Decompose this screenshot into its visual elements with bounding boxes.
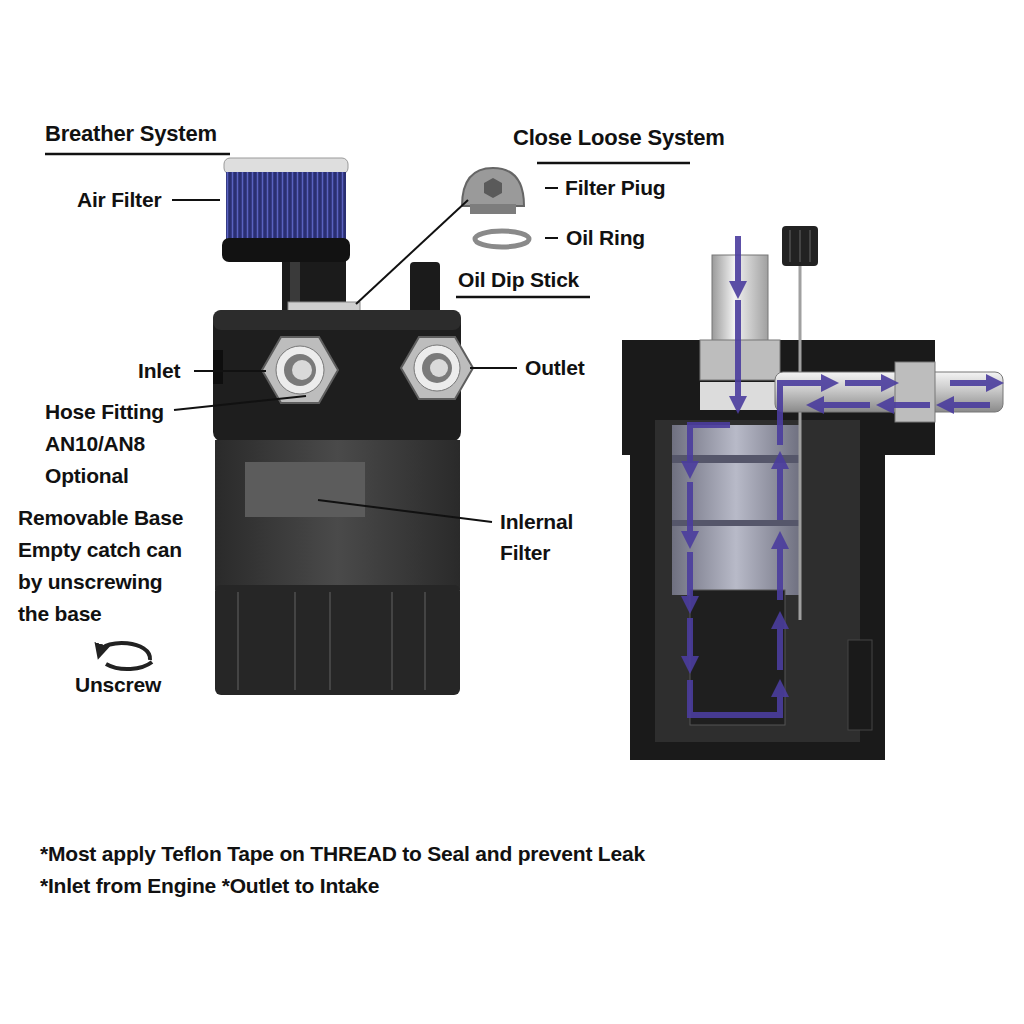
cutaway-view-part	[655, 420, 860, 742]
catch-can-part	[213, 310, 461, 330]
leader-line-part	[172, 199, 220, 201]
unscrew-icon	[100, 643, 152, 669]
part-label: Oil Dip Stick	[458, 267, 579, 293]
part-label: Inlet	[138, 358, 180, 384]
catch-can-part	[245, 462, 365, 517]
cutaway-view-part	[790, 230, 810, 262]
flow-arrow-part	[950, 380, 995, 386]
catch-can-part	[213, 310, 461, 442]
catch-can-part-part	[329, 592, 331, 690]
flow-arrow-part	[687, 552, 693, 605]
catch-can-part	[401, 337, 473, 399]
catch-can-part	[215, 585, 460, 695]
flow-arrow	[690, 236, 995, 715]
cutaway-view-part-part	[789, 230, 791, 262]
filter-plug-part	[470, 204, 516, 214]
heading-underline-part	[537, 162, 690, 165]
catch-can-part-part	[294, 592, 296, 690]
flow-arrow-part	[777, 620, 783, 670]
catch-can-part	[215, 440, 460, 590]
flow-arrow-part	[777, 460, 783, 520]
filter-plug	[462, 168, 524, 214]
cutaway-view	[622, 226, 1003, 760]
flow-arrow-part	[735, 300, 741, 405]
flow-arrow-part	[690, 680, 780, 715]
catch-can-part	[276, 346, 324, 394]
cutaway-view-part	[848, 640, 872, 730]
catch-can-part-part	[237, 592, 239, 690]
flow-arrow-part	[885, 402, 930, 408]
unscrew-icon-part	[106, 662, 152, 669]
leader-line	[172, 188, 558, 522]
cutaway-view-part	[775, 372, 1003, 412]
leader-line-part	[545, 237, 558, 239]
part-label: Air Filter	[77, 187, 161, 213]
part-label: Filter Piug	[565, 175, 665, 201]
flow-arrow-part	[687, 482, 693, 540]
filter-plug-part	[462, 168, 524, 206]
note: *Inlet from Engine *Outlet to Intake	[40, 872, 379, 900]
flow-arrow-part	[687, 618, 693, 665]
catch-can-part-part	[391, 592, 393, 690]
part-label: Oil Ring	[566, 225, 645, 251]
action-label: Unscrew	[75, 672, 161, 698]
flow-arrow-part	[945, 402, 990, 408]
flow-arrow-part	[735, 236, 741, 290]
catch-can-part	[410, 262, 440, 314]
flow-arrow-part	[845, 380, 890, 386]
leader-line-part	[194, 370, 266, 372]
leader-line-part	[174, 396, 306, 410]
part-label: Outlet	[525, 355, 584, 381]
part-label: Inlernal Filter	[500, 506, 584, 568]
leader-line-part	[356, 200, 468, 304]
cutaway-view-part	[782, 226, 818, 266]
flow-arrow-part	[780, 383, 830, 445]
leader-line-part	[470, 367, 517, 369]
catch-can-part	[422, 353, 452, 383]
section-heading: Breather System	[45, 120, 217, 148]
catch-can	[213, 158, 473, 695]
cutaway-view-part	[622, 340, 935, 760]
cutaway-view-part	[799, 266, 802, 620]
leader-line-part	[545, 187, 558, 189]
catch-can-part	[292, 360, 312, 380]
catch-can-part	[224, 158, 348, 174]
catch-can-part	[238, 592, 425, 690]
catch-can-part	[222, 238, 350, 262]
cutaway-view-part-part	[809, 230, 811, 262]
catch-can-part	[213, 350, 223, 384]
flow-arrow-part	[777, 540, 783, 600]
oil-ring	[475, 231, 529, 247]
note: *Most apply Teflon Tape on THREAD to Sea…	[40, 840, 645, 868]
cutaway-view-part	[895, 362, 935, 422]
catch-can-part	[290, 262, 300, 306]
flow-arrow-part	[690, 425, 730, 470]
heading-underline-part	[45, 153, 230, 156]
catch-can-part	[430, 359, 448, 377]
heading-underline-part	[456, 296, 590, 299]
part-label: Removable Base Empty catch can by unscre…	[18, 502, 193, 630]
flow-arrow-part	[815, 402, 870, 408]
filter-plug-part	[484, 178, 502, 198]
catch-can-part-part	[424, 592, 426, 690]
catch-can-part	[284, 354, 316, 386]
part-label: Hose Fitting AN10/AN8 Optional	[45, 396, 195, 492]
catch-can-part	[262, 337, 338, 403]
catch-can-part	[414, 345, 460, 391]
leader-line-part	[318, 500, 492, 522]
unscrew-icon-part	[100, 643, 150, 660]
catch-can-part	[226, 172, 346, 240]
heading-underline	[45, 154, 690, 297]
cutaway-view-part	[690, 590, 785, 725]
section-heading: Close Loose System	[513, 124, 725, 152]
cutaway-view-part-part	[799, 230, 801, 262]
